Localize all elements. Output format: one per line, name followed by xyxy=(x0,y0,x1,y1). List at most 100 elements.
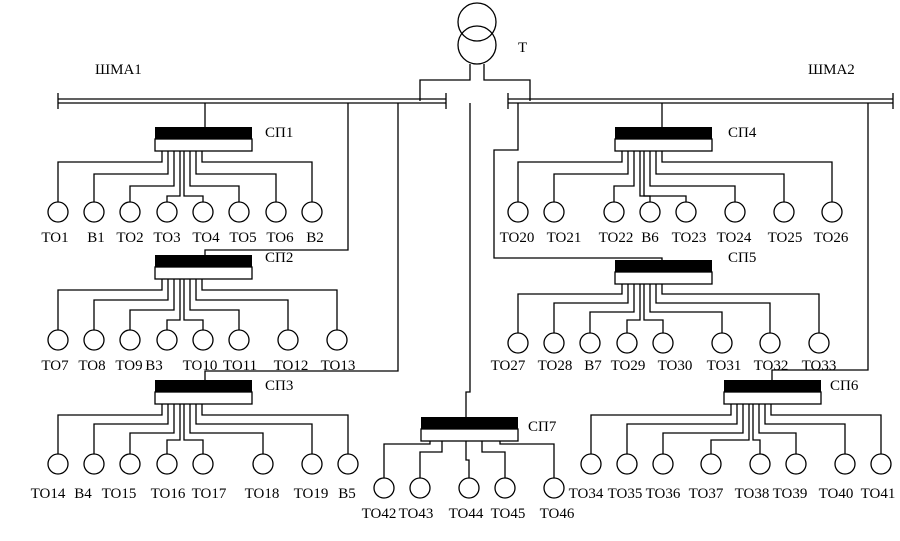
consumer-label: ТО4 xyxy=(192,230,220,246)
branch-line xyxy=(662,404,744,454)
consumer-label: ТО33 xyxy=(802,358,837,374)
consumer-symbol xyxy=(409,477,431,499)
branch-line xyxy=(93,279,169,330)
transformer-winding-secondary xyxy=(457,25,497,65)
feeder-sp2 xyxy=(204,103,349,255)
consumer-symbol xyxy=(192,329,214,351)
consumer-symbol xyxy=(277,329,299,351)
branch-line xyxy=(710,404,750,454)
consumer-label: ТО3 xyxy=(153,230,180,246)
consumer-label: ТО44 xyxy=(449,506,484,522)
consumer-symbol xyxy=(47,453,69,475)
consumer-symbol xyxy=(156,201,178,223)
consumer-label: ТО30 xyxy=(658,358,693,374)
consumer-label: ТО14 xyxy=(31,486,66,502)
consumer-label: ТО37 xyxy=(689,486,724,502)
branch-line xyxy=(517,284,623,333)
branch-line xyxy=(195,151,277,202)
consumer-label: ТО18 xyxy=(245,486,280,502)
consumer-label: ТО5 xyxy=(229,230,256,246)
consumer-label: В6 xyxy=(641,230,659,246)
panel-body xyxy=(154,138,253,152)
consumer-label: ТО10 xyxy=(183,358,218,374)
panel-busbar-block xyxy=(615,127,712,139)
consumer-symbol xyxy=(675,201,697,223)
consumer-symbol xyxy=(83,329,105,351)
consumer-label: ТО46 xyxy=(540,506,575,522)
consumer-symbol xyxy=(119,329,141,351)
feeder-sp3 xyxy=(204,103,399,380)
consumer-label: ТО28 xyxy=(538,358,573,374)
branch-line xyxy=(626,284,641,333)
consumer-label: ТО8 xyxy=(78,358,105,374)
consumer-symbol xyxy=(507,332,529,354)
branch-line xyxy=(655,151,785,202)
panel-label: СП5 xyxy=(728,250,756,266)
consumer-symbol xyxy=(543,477,565,499)
panel-busbar-block xyxy=(421,417,518,429)
consumer-symbol xyxy=(252,453,274,475)
branch-line xyxy=(57,151,163,202)
consumer-symbol xyxy=(47,201,69,223)
transformer-feed-right xyxy=(483,64,531,101)
panel-label: СП2 xyxy=(265,250,293,266)
branch-line xyxy=(189,151,240,202)
consumer-symbol xyxy=(156,329,178,351)
branch-line xyxy=(189,279,240,330)
panel-label: СП7 xyxy=(528,419,557,435)
branch-line xyxy=(643,284,664,333)
branch-line xyxy=(553,284,629,333)
branch-line xyxy=(93,151,169,202)
consumer-label: ТО36 xyxy=(646,486,681,502)
consumer-symbol xyxy=(301,453,323,475)
consumer-label: В7 xyxy=(584,358,602,374)
branch-line xyxy=(129,279,175,330)
panel-body xyxy=(154,266,253,280)
branch-line xyxy=(183,151,204,202)
consumer-label: ТО12 xyxy=(274,358,309,374)
consumer-symbol xyxy=(326,329,348,351)
consumer-label: ТО7 xyxy=(41,358,69,374)
consumer-symbol xyxy=(119,453,141,475)
panel-label: СП1 xyxy=(265,125,293,141)
consumer-symbol xyxy=(337,453,359,475)
consumer-symbol xyxy=(652,332,674,354)
consumer-symbol xyxy=(700,453,722,475)
consumer-symbol xyxy=(494,477,516,499)
consumer-symbol xyxy=(301,201,323,223)
consumer-symbol xyxy=(616,332,638,354)
consumer-symbol xyxy=(265,201,287,223)
branch-line xyxy=(639,151,651,202)
panel-label: СП3 xyxy=(265,378,293,394)
consumer-label: ТО23 xyxy=(672,230,707,246)
transformer-label: T xyxy=(518,40,527,56)
panel-busbar-block xyxy=(155,380,252,392)
consumer-label: ТО42 xyxy=(362,506,397,522)
consumer-label: ТО1 xyxy=(41,230,68,246)
consumer-label: ТО17 xyxy=(192,486,227,502)
consumer-symbol xyxy=(724,201,746,223)
feeders xyxy=(204,103,869,417)
feeder-sp5 xyxy=(493,103,663,260)
branch-line xyxy=(201,279,338,330)
consumer-label: ТО40 xyxy=(819,486,854,502)
consumer-symbol xyxy=(156,453,178,475)
consumer-symbol xyxy=(543,201,565,223)
consumer-symbol xyxy=(870,453,892,475)
branch-line xyxy=(183,279,204,330)
consumer-symbol xyxy=(749,453,771,475)
consumer-label: ТО43 xyxy=(399,506,434,522)
branch-line xyxy=(661,284,820,333)
consumer-label: ТО19 xyxy=(294,486,329,502)
consumer-symbol xyxy=(192,201,214,223)
consumer-label: ТО9 xyxy=(115,358,142,374)
consumer-label: ТО32 xyxy=(754,358,789,374)
consumer-label: ТО31 xyxy=(707,358,742,374)
busbar-left: ШМА1 xyxy=(57,62,447,109)
